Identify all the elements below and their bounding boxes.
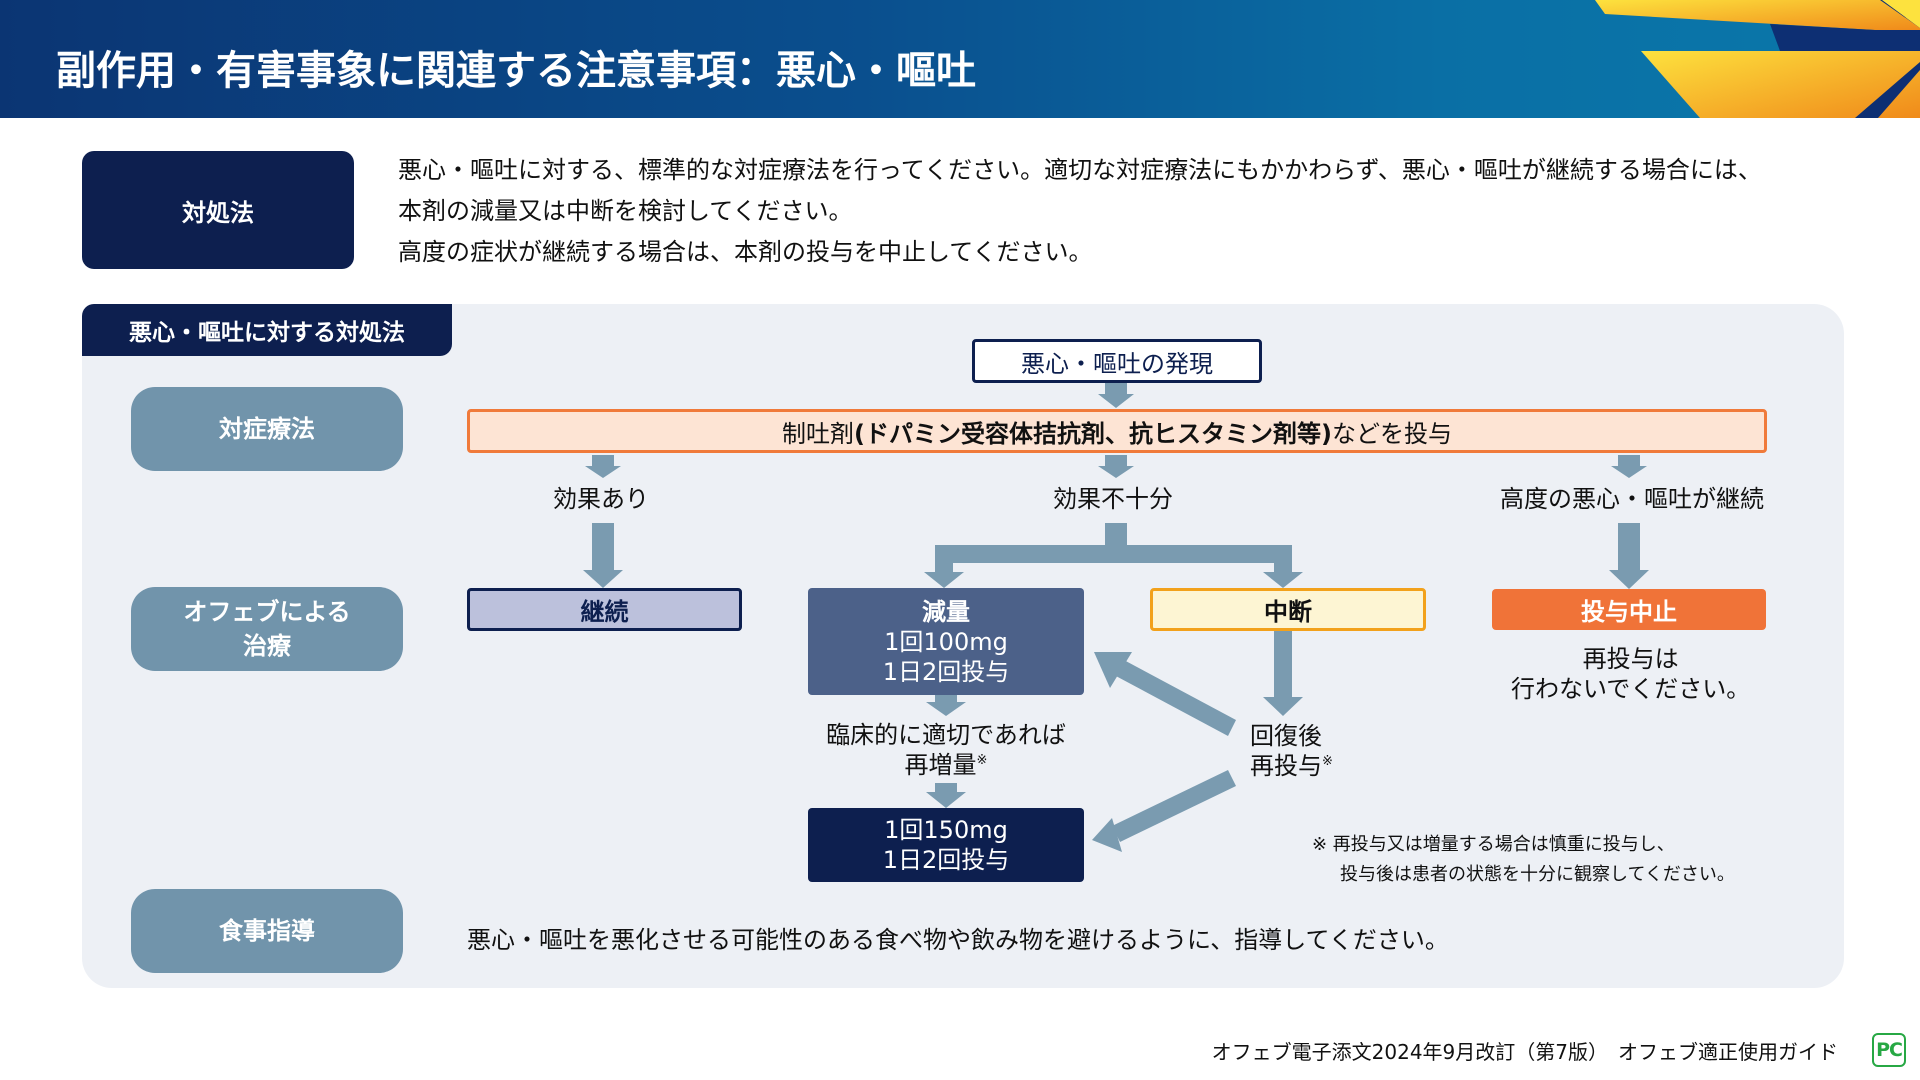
onset-box: 悪心・嘔吐の発現 <box>972 339 1262 383</box>
dose-150-box: 1回150mg 1日2回投与 <box>808 808 1084 882</box>
category-label: オフェブによる <box>183 598 351 626</box>
note-mark: ※ <box>976 753 988 768</box>
no-readmin-line: 行わないでください。 <box>1511 675 1751 703</box>
interruption-box: 中断 <box>1150 588 1426 631</box>
footnote-line: ※ 再投与又は増量する場合は慎重に投与し、 <box>1312 834 1675 855</box>
countermeasure-label: 対処法 <box>82 151 354 269</box>
intro-text: 悪心・嘔吐に対する、標準的な対症療法を行ってください。適切な対症療法にもかかわら… <box>398 150 1762 273</box>
intro-line: 本剤の減量又は中断を検討してください。 <box>398 197 853 225</box>
intro-line: 高度の症状が継続する場合は、本剤の投与を中止してください。 <box>398 238 1093 266</box>
page-title: 副作用・有害事象に関連する注意事項：悪心・嘔吐 <box>56 48 976 94</box>
reincrease-line: 臨床的に適切であれば <box>826 721 1066 749</box>
discontinue-box: 投与中止 <box>1492 589 1766 630</box>
dose-150: 1回150mg <box>884 816 1008 844</box>
dose-reduction-box: 減量 1回100mg 1日2回投与 <box>808 588 1084 695</box>
intro-line: 悪心・嘔吐に対する、標準的な対症療法を行ってください。適切な対症療法にもかかわら… <box>398 156 1762 184</box>
recovery-label: 回復後 再投与※ <box>1250 721 1333 781</box>
severe-label: 高度の悪心・嘔吐が継続 <box>1500 485 1764 513</box>
footnote: ※ 再投与又は増量する場合は慎重に投与し、 投与後は患者の状態を十分に観察してく… <box>1312 830 1735 890</box>
effective-label: 効果あり <box>553 485 649 513</box>
recovery-line: 再投与※ <box>1250 752 1333 780</box>
reduce-dose: 1回100mg <box>884 627 1008 656</box>
footer-source: オフェブ電子添文2024年9月改訂（第7版） オフェブ適正使用ガイド <box>1211 1040 1838 1064</box>
category-symptomatic: 対症療法 <box>131 387 403 471</box>
antiemetic-suffix: などを投与 <box>1331 419 1452 448</box>
pc-badge-icon: PC <box>1872 1033 1906 1067</box>
note-mark: ※ <box>1322 754 1333 769</box>
reduce-frequency: 1日2回投与 <box>882 657 1010 686</box>
no-readmin-line: 再投与は <box>1582 645 1679 673</box>
panel-tab-title: 悪心・嘔吐に対する対処法 <box>82 304 452 356</box>
diet-guidance-text: 悪心・嘔吐を悪化させる可能性のある食べ物や飲み物を避けるように、指導してください… <box>467 926 1449 954</box>
category-ofev-treatment: オフェブによる 治療 <box>131 587 403 671</box>
antiemetic-prefix: 制吐剤 <box>782 419 855 448</box>
page-header: 副作用・有害事象に関連する注意事項：悪心・嘔吐 <box>0 0 1920 118</box>
antiemetic-box: 制吐剤(ドパミン受容体拮抗剤、抗ヒスタミン剤等)などを投与 <box>467 409 1767 453</box>
footnote-line: 投与後は患者の状態を十分に観察してください。 <box>1340 864 1735 885</box>
no-readministration-text: 再投与は 行わないでください。 <box>1511 644 1750 704</box>
continue-box: 継続 <box>467 588 742 631</box>
reincrease-line: 再増量※ <box>904 751 988 779</box>
reincrease-label: 臨床的に適切であれば 再増量※ <box>824 720 1068 780</box>
category-label: 治療 <box>243 632 291 660</box>
antiemetic-examples: (ドパミン受容体拮抗剤、抗ヒスタミン剤等) <box>854 419 1332 448</box>
insufficient-label: 効果不十分 <box>1053 485 1173 513</box>
header-decoration <box>1595 0 1920 118</box>
dose-150-frequency: 1日2回投与 <box>882 846 1010 874</box>
reduce-title: 減量 <box>922 597 970 626</box>
category-diet: 食事指導 <box>131 889 403 973</box>
recovery-line: 回復後 <box>1250 722 1322 750</box>
